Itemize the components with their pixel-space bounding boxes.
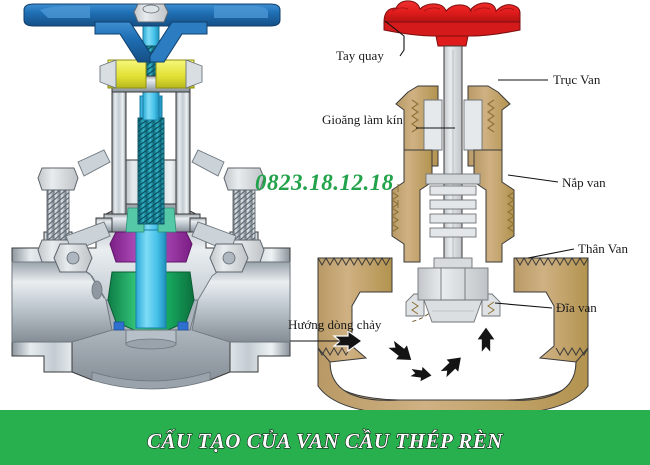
leader-line-bonnet	[507, 174, 559, 183]
valve-stem-and-disc	[107, 13, 195, 350]
label-bonnet: Nắp van	[562, 175, 606, 190]
flow-arrows	[332, 325, 497, 383]
leader-line-handwheel	[384, 20, 405, 57]
label-handwheel: Tay quay	[336, 48, 384, 63]
label-flow: Hướng dòng chảy	[288, 317, 382, 332]
valve-bonnet-tan	[391, 85, 515, 263]
stem-collar-rings	[425, 173, 481, 238]
flow-arrow-1	[332, 329, 364, 353]
bonnet-bolts	[37, 149, 265, 273]
handwheel-red	[383, 0, 521, 47]
leader-line-body	[527, 248, 575, 259]
title-banner: CẤU TẠO CỦA VAN CẦU THÉP RÈN	[0, 410, 650, 465]
leader-line-disc	[494, 302, 553, 309]
valve-stem-gray	[443, 45, 463, 267]
label-disc: Đĩa van	[556, 300, 597, 315]
banner-background	[0, 410, 650, 465]
valve-disc-assembly	[417, 257, 489, 323]
label-packing: Gioăng làm kín	[322, 112, 403, 127]
label-body: Thân Van	[578, 241, 628, 256]
label-stem: Trục Van	[553, 72, 601, 87]
flow-arrow-2	[385, 337, 413, 362]
watermark-phone-number: 0823.18.12.18	[255, 170, 394, 195]
handwheel-blue	[23, 3, 281, 63]
flow-arrow-4	[437, 356, 463, 381]
flow-arrow-5	[475, 325, 497, 355]
flow-arrow-3	[407, 364, 434, 383]
packing-nut-yellow	[99, 59, 203, 89]
left-valve-cutaway	[11, 3, 291, 390]
banner-title-text: CẤU TẠO CỦA VAN CẦU THÉP RÈN	[147, 429, 503, 453]
